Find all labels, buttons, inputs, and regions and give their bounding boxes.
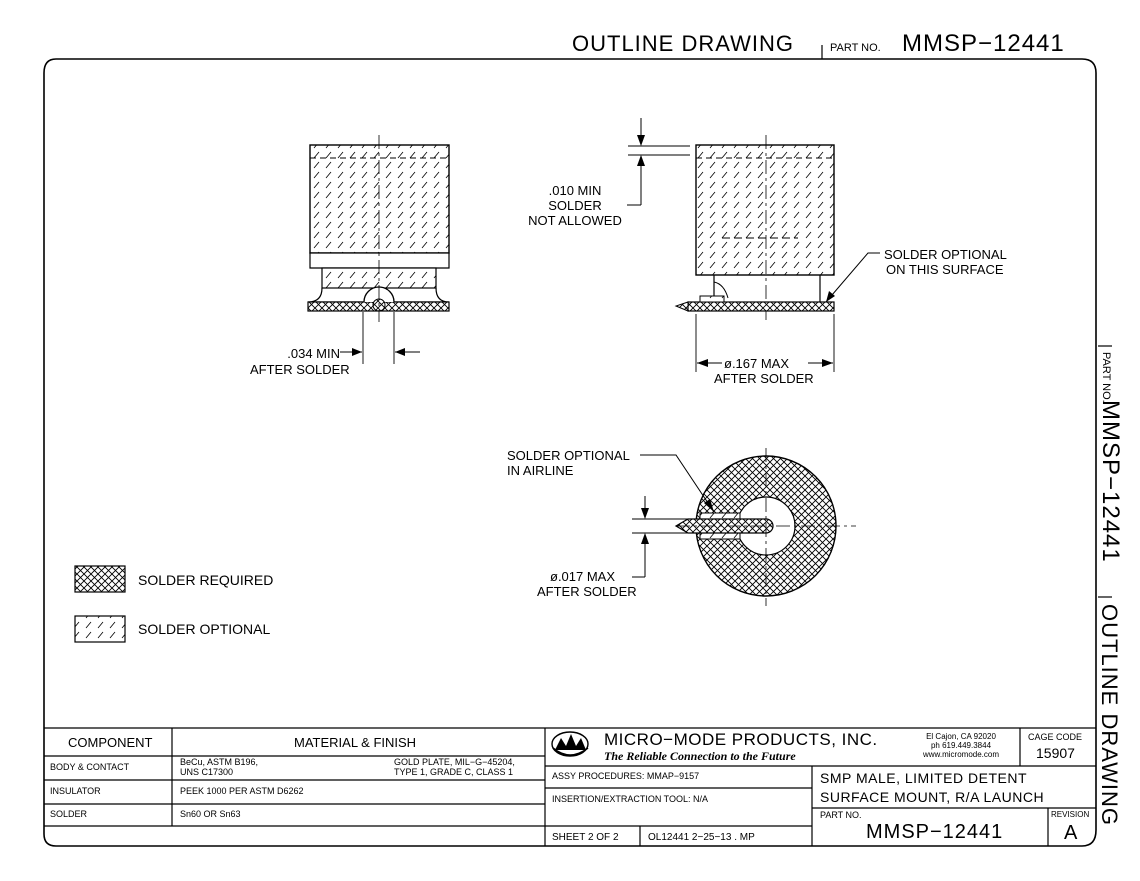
col-material-header: MATERIAL & FINISH <box>294 735 417 750</box>
sheet-number: SHEET 2 OF 2 <box>552 832 619 843</box>
row-body-material-2: UNS C17300 <box>180 767 234 777</box>
airline-note: SOLDER OPTIONAL IN AIRLINE <box>507 448 630 478</box>
drawing-title: OUTLINE DRAWING <box>572 31 794 56</box>
cage-code-label: CAGE CODE <box>1028 732 1083 742</box>
revision-label: REVISION <box>1051 810 1090 819</box>
dim-034-label: .034 MIN <box>287 346 340 361</box>
legend-optional-label: SOLDER OPTIONAL <box>138 621 271 637</box>
front-view <box>307 135 450 364</box>
row-solder-component: SOLDER <box>50 809 88 819</box>
part-no-value: MMSP−12441 <box>866 821 1004 843</box>
drawing-reference: OL12441 2−25−13 . MP <box>648 832 755 843</box>
assy-procedures: ASSY PROCEDURES: MMAP−9157 <box>552 771 700 781</box>
dim-010-label: .010 MIN SOLDER NOT ALLOWED <box>528 183 622 228</box>
end-view <box>632 448 856 606</box>
row-insulator-component: INSULATOR <box>50 786 101 796</box>
row-body-material-1: BeCu, ASTM B196, <box>180 757 259 767</box>
header-part-label: PART NO. <box>830 42 881 54</box>
insertion-tool: INSERTION/EXTRACTION TOOL: N/A <box>552 794 709 804</box>
cage-code-value: 15907 <box>1036 745 1075 761</box>
revision-value: A <box>1064 822 1078 844</box>
row-body-finish-1: GOLD PLATE, MIL−G−45204, <box>394 757 515 767</box>
drawing-frame <box>43 58 1097 847</box>
side-part-number: MMSP−12441 <box>1097 400 1124 563</box>
surface-note: SOLDER OPTIONAL ON THIS SURFACE <box>884 247 1007 277</box>
company-logo <box>551 731 589 757</box>
side-title: OUTLINE DRAWING <box>1097 604 1122 826</box>
part-description-2: SURFACE MOUNT, R/A LAUNCH <box>820 789 1045 805</box>
legend-swatch-optional <box>74 615 126 643</box>
dim-017-sub: AFTER SOLDER <box>537 584 637 599</box>
company-name: MICRO−MODE PRODUCTS, INC. <box>604 730 878 749</box>
title-block-grid <box>44 727 1096 846</box>
dim-167-sub: AFTER SOLDER <box>714 371 814 386</box>
dim-034-sub: AFTER SOLDER <box>250 362 350 377</box>
row-solder-material: Sn60 OR Sn63 <box>180 809 241 819</box>
side-part-label: PART NO. <box>1100 352 1112 403</box>
row-insulator-material: PEEK 1000 PER ASTM D6262 <box>180 786 304 796</box>
dim-017-label: ø.017 MAX <box>550 569 616 584</box>
col-component-header: COMPONENT <box>68 735 153 750</box>
part-description-1: SMP MALE, LIMITED DETENT <box>820 770 1027 786</box>
row-body-component: BODY & CONTACT <box>50 762 130 772</box>
legend-swatch-required <box>74 565 126 593</box>
dim-167-label: ø.167 MAX <box>724 356 790 371</box>
company-address: El Cajon, CA 92020 ph 619.449.3844 www.m… <box>922 732 999 759</box>
part-no-label: PART NO. <box>820 810 862 820</box>
header-part-number: MMSP−12441 <box>902 30 1065 57</box>
company-tagline: The Reliable Connection to the Future <box>604 749 796 763</box>
legend-required-label: SOLDER REQUIRED <box>138 572 274 588</box>
side-view <box>627 118 880 372</box>
row-body-finish-2: TYPE 1, GRADE C, CLASS 1 <box>394 767 514 777</box>
